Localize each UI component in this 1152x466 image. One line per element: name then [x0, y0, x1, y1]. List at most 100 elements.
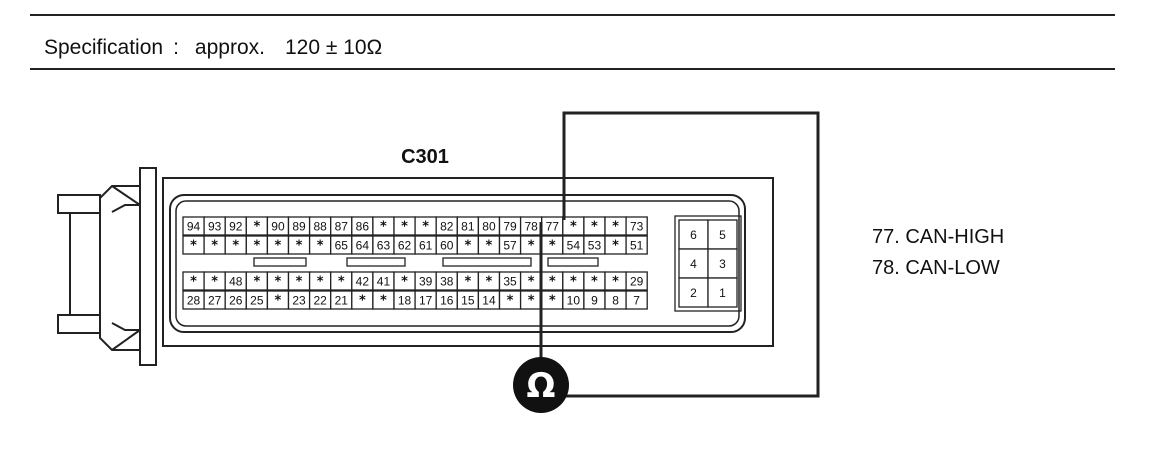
pin-label: 17: [419, 294, 433, 308]
pin-label: 25: [250, 294, 264, 308]
pin-label: 80: [482, 220, 496, 234]
pin-label: 27: [208, 294, 222, 308]
pin-label: *: [486, 239, 493, 254]
pin-label: 81: [461, 220, 475, 234]
key-slot: [253, 257, 307, 267]
pin-label: *: [380, 294, 387, 309]
pin-cell: [625, 216, 648, 236]
pin-label: 92: [229, 220, 243, 234]
pin-label: *: [296, 239, 303, 254]
pin-label: *: [401, 275, 408, 290]
pin-label: *: [528, 239, 535, 254]
pin-label: 78: [524, 220, 538, 234]
pin-label: 39: [419, 275, 433, 289]
pin-cell: [625, 290, 648, 310]
pin-label: 10: [567, 294, 581, 308]
pin-label: *: [275, 239, 282, 254]
side-pin-label: 3: [719, 257, 726, 271]
pin-label: *: [253, 275, 260, 290]
pin-label: 60: [440, 239, 454, 253]
pin-label: *: [338, 275, 345, 290]
ohmmeter: Ω: [513, 357, 569, 413]
pin-label: *: [253, 239, 260, 254]
ohm-symbol: Ω: [527, 366, 556, 406]
pin-label: 41: [377, 275, 391, 289]
meter-wires: [539, 111, 820, 398]
pin-label: 57: [503, 239, 517, 253]
spec-value: 120 ± 10Ω: [284, 36, 383, 59]
pin-label: *: [380, 220, 387, 235]
key-slot: [442, 257, 532, 267]
side-pin-frame: [674, 215, 742, 312]
pin-label: 88: [313, 220, 327, 234]
pin-label: *: [359, 294, 366, 309]
pin-label: *: [549, 239, 556, 254]
pin-label: 73: [630, 220, 644, 234]
pin-label: 16: [440, 294, 454, 308]
pin-label: 8: [612, 294, 619, 308]
pin-label: 93: [208, 220, 222, 234]
pin-label: *: [528, 294, 535, 309]
connector-body: [162, 177, 774, 347]
pin-label: *: [296, 275, 303, 290]
spec-label: Specification: [44, 36, 164, 59]
pin-label: *: [549, 294, 556, 309]
pin-label: *: [612, 239, 619, 254]
pin-label: *: [612, 275, 619, 290]
pin-label: 94: [187, 220, 201, 234]
pin-label: 48: [229, 275, 243, 289]
pin-label: *: [486, 275, 493, 290]
pin-label: 26: [229, 294, 243, 308]
pin-label: 28: [187, 294, 201, 308]
side-pin-cell: [678, 219, 709, 250]
pin-cell: [625, 271, 648, 291]
pin-label: 22: [313, 294, 327, 308]
pin-label: 65: [335, 239, 349, 253]
pin-label: 90: [271, 220, 285, 234]
pin-label: *: [570, 275, 577, 290]
pin-label: *: [232, 239, 239, 254]
pin-label: 61: [419, 239, 433, 253]
specification-text: Specification: approx. 120 ± 10Ω: [44, 36, 392, 60]
pin-label: *: [591, 220, 598, 235]
pin-label: 23: [292, 294, 306, 308]
connector-bracket: [57, 167, 157, 366]
ohmmeter-circle: [513, 357, 569, 413]
side-pin-label: 4: [690, 257, 697, 271]
pin-label: 79: [503, 220, 517, 234]
side-pin-cell: [707, 277, 738, 308]
pin-label: *: [275, 275, 282, 290]
pin-label: 64: [356, 239, 370, 253]
key-slot: [346, 257, 406, 267]
pin-label: 87: [335, 220, 349, 234]
pin-label: 54: [567, 239, 581, 253]
pin-label: 15: [461, 294, 475, 308]
pin-label: *: [612, 220, 619, 235]
pin-label: *: [507, 294, 514, 309]
pin-label: *: [275, 294, 282, 309]
pin-label: 82: [440, 220, 454, 234]
pin-label: 51: [630, 239, 644, 253]
legend-item: 77. CAN-HIGH: [872, 226, 1005, 248]
pin-label: 9: [591, 294, 598, 308]
side-pin-label: 2: [690, 286, 697, 300]
pin-label: 21: [335, 294, 349, 308]
pin-label: *: [211, 275, 218, 290]
pin-label: 7: [633, 294, 640, 308]
pin-label: *: [317, 275, 324, 290]
pin-label: *: [464, 239, 471, 254]
key-slot: [547, 257, 599, 267]
pin-label: 86: [356, 220, 370, 234]
pin-label: *: [190, 239, 197, 254]
pin-label: 63: [377, 239, 391, 253]
legend-item: 78. CAN-LOW: [872, 257, 1000, 279]
pin-label: *: [570, 220, 577, 235]
spec-separator: :: [173, 36, 179, 59]
spec-prefix: approx.: [194, 36, 265, 59]
pin-label: 14: [482, 294, 496, 308]
pin-label: *: [464, 275, 471, 290]
side-pin-label: 6: [690, 228, 697, 242]
pin-label: *: [422, 220, 429, 235]
